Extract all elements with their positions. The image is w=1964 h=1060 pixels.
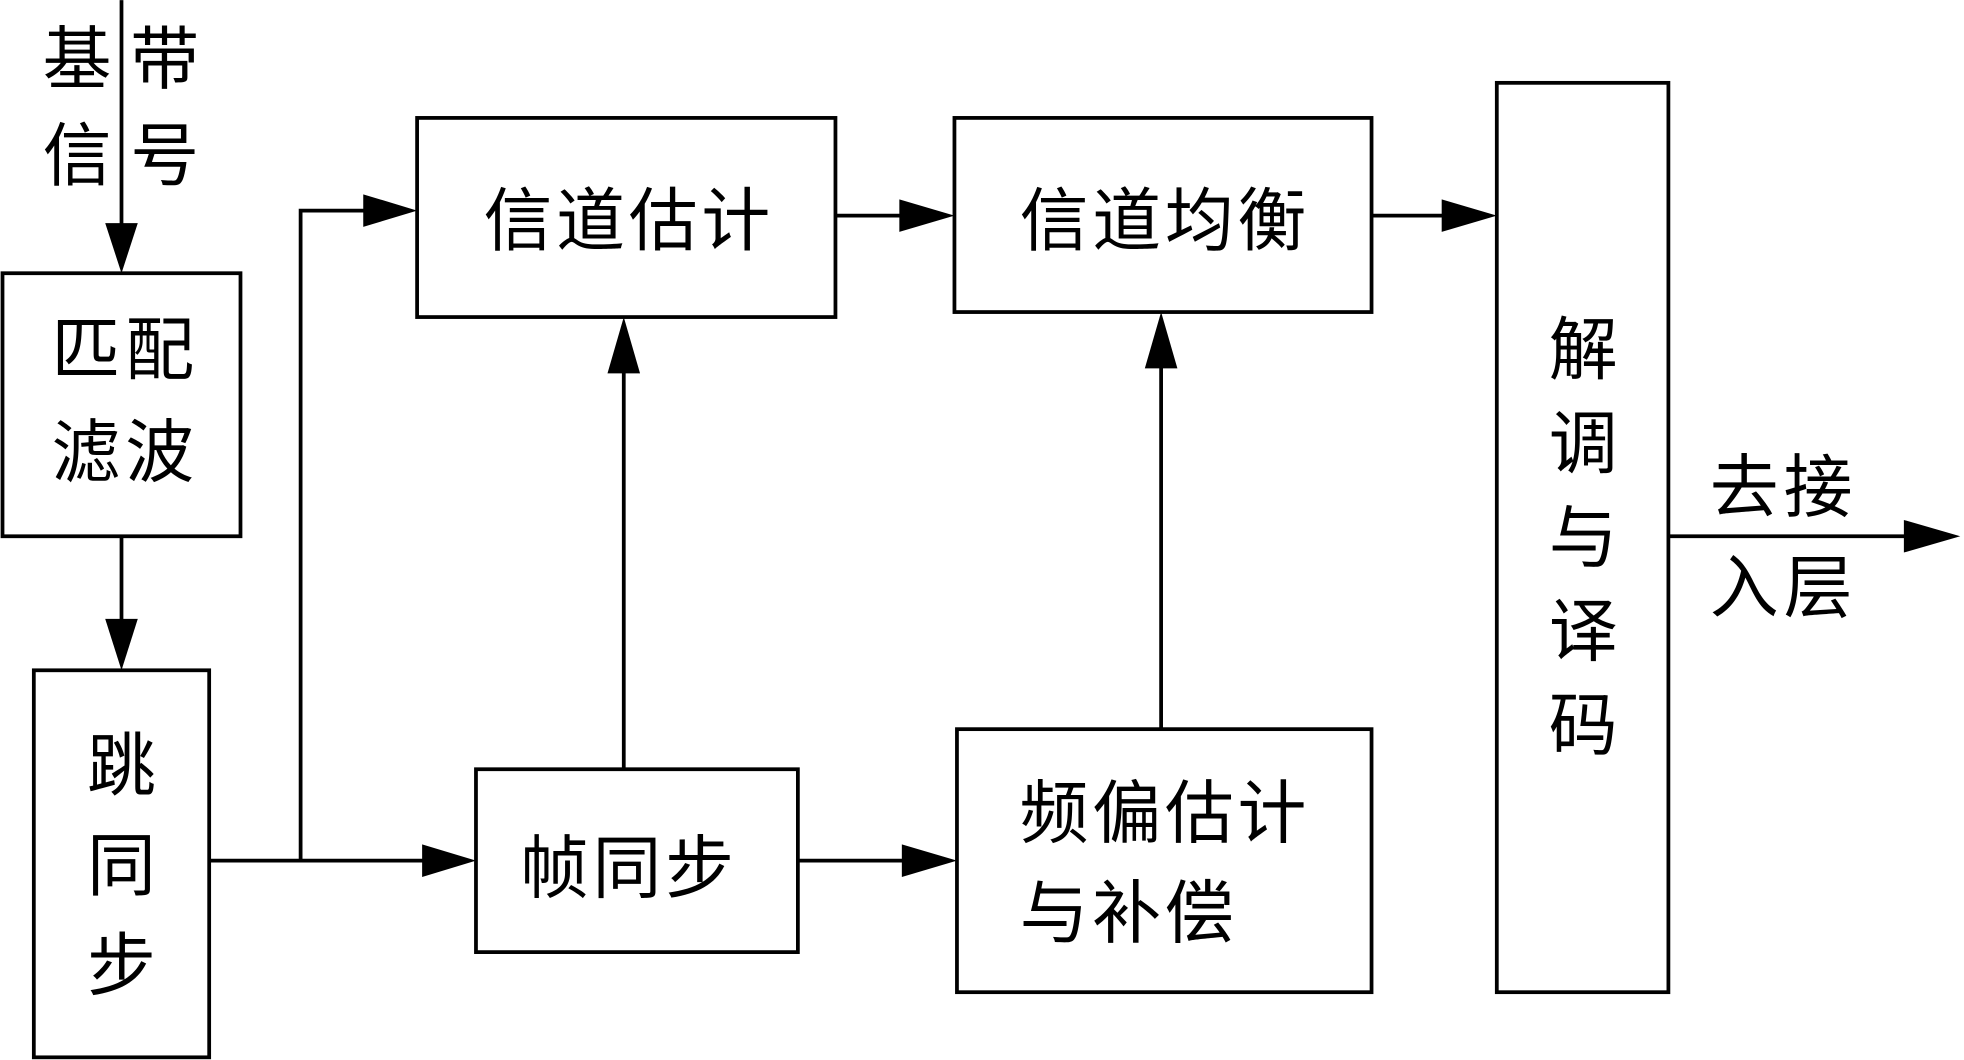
demod-decode-box [1494, 80, 1671, 995]
arrow-channel-estimation-to-equalization [835, 199, 955, 232]
arrow-head [607, 317, 641, 374]
arrow-hop-sync-to-frame-sync [209, 844, 476, 877]
freq-offset-label-line-1: 频偏估计 [1020, 774, 1311, 854]
arrow-head [901, 844, 957, 877]
block-frame-sync: 帧同步 [474, 767, 800, 954]
arrow-head [1144, 312, 1178, 369]
channel-equalization-box [952, 116, 1374, 314]
arrow-frame-sync-to-freq-offset [797, 844, 957, 877]
input-baseband-signal: 基带 信号 [43, 0, 218, 274]
demod-decode-char-2: 调 [1549, 404, 1618, 484]
frame-sync-label: 帧同步 [520, 829, 738, 909]
output-to-access-layer: 去接 入层 [1668, 448, 1961, 628]
block-channel-estimation: 信道估计 [415, 116, 838, 319]
matched-filter-label-line-1: 匹配 [51, 310, 199, 390]
block-channel-equalization: 信道均衡 [952, 116, 1374, 314]
block-demod-decode: 解 调 与 译 码 [1494, 80, 1671, 995]
arrow-equalization-to-demod-decode [1371, 199, 1497, 232]
demod-decode-char-5: 码 [1549, 686, 1618, 766]
output-arrow-head [1903, 519, 1961, 553]
channel-estimation-box [415, 116, 838, 319]
arrow-line [298, 208, 370, 861]
hop-sync-char-3: 步 [87, 927, 156, 1007]
channel-estimation-label: 信道估计 [484, 181, 775, 261]
arrow-head [1441, 199, 1497, 232]
block-freq-offset-compensation: 频偏估计 与补偿 [955, 727, 1374, 995]
frame-sync-box [474, 767, 800, 954]
demod-decode-char-3: 与 [1549, 498, 1618, 578]
arrow-head [363, 194, 418, 227]
arrow-hop-sync-to-channel-estimation [298, 194, 418, 861]
arrow-frame-sync-to-channel-estimation [607, 317, 641, 770]
hop-sync-char-2: 同 [87, 826, 156, 906]
hop-sync-box [31, 668, 212, 1060]
arrow-head [105, 618, 138, 671]
arrow-matched-filter-to-hop-sync [105, 536, 138, 671]
arrow-head [422, 844, 476, 877]
input-label-line-1: 基带 [43, 20, 218, 100]
channel-equalization-label: 信道均衡 [1020, 181, 1311, 261]
freq-offset-box [955, 727, 1374, 995]
block-hop-sync: 跳 同 步 [31, 668, 212, 1060]
output-label-line-2: 入层 [1710, 548, 1858, 628]
hop-sync-char-1: 跳 [87, 726, 156, 806]
freq-offset-label-line-2: 与补偿 [1020, 874, 1238, 954]
input-arrow-head [105, 223, 138, 274]
demod-decode-char-4: 译 [1549, 592, 1618, 672]
arrow-freq-offset-to-equalization [1144, 312, 1178, 730]
arrow-head [899, 199, 955, 232]
input-label-line-2: 信号 [43, 116, 218, 196]
output-label-line-1: 去接 [1710, 448, 1858, 528]
block-matched-filter: 匹配 滤波 [0, 271, 243, 539]
demod-decode-char-1: 解 [1549, 310, 1618, 390]
matched-filter-label-line-2: 滤波 [51, 413, 199, 493]
